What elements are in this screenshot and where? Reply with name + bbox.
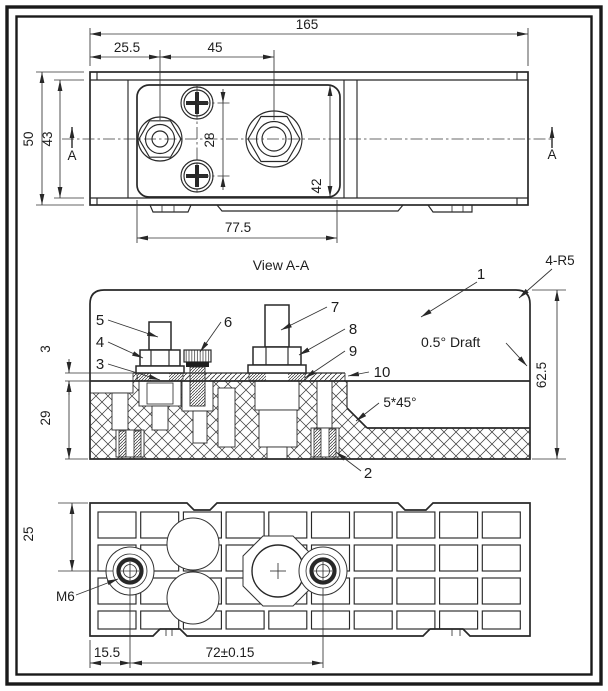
dim-insert-offset: 15.5 [94,645,120,660]
dim-screw-spacing: 28 [202,132,217,147]
note-chamfer: 5*45° [383,395,416,410]
bolt-b [247,304,307,374]
section-dimensions: 3 29 62.5 [38,289,566,460]
callout-7: 7 [331,299,339,316]
callout-4: 4 [96,334,104,351]
bottom-tabs [149,204,473,213]
dim-plate-length: 77.5 [225,220,251,235]
top-view: 165 25.5 45 50 43 28 42 77.5 A A [21,17,557,243]
section-label-right: A [547,147,556,162]
section-label-left: A [67,148,76,163]
stud-small-hex-nut [137,116,183,162]
dim-inner-width: 43 [40,131,55,146]
note-corner-radius: 4-R5 [545,253,574,268]
top-view-outline [89,71,529,206]
base-flange-hatch [347,408,530,459]
callout-10: 10 [374,364,391,381]
dim-stud-spacing: 45 [207,40,222,55]
dim-plate-width: 42 [309,178,324,193]
callout-9: 9 [349,343,357,360]
screw-boss-bottom [166,571,220,625]
bolt-b-pocket [254,380,300,411]
section-view-title: View A-A [253,257,310,273]
dim-insert-spacing: 72±0.15 [206,645,255,660]
dim-plate-thickness: 3 [38,345,53,353]
section-notes: 0.5° Draft 4-R5 5*45° [355,253,575,422]
top-view-dimensions: 165 25.5 45 50 43 28 42 77.5 [21,17,529,243]
bottom-view: 25 M6 15.5 72±0.15 [21,502,531,668]
callout-8: 8 [349,321,357,338]
bottom-view-dimensions: 25 M6 15.5 72±0.15 [21,502,324,668]
ledge-cutout [89,380,134,394]
threaded-insert-left-bottom [112,553,148,589]
thread-label: M6 [56,589,75,604]
dim-boss-depth: 25 [21,526,36,541]
section-cut-markers: A A [67,127,557,163]
screw-boss-top [166,517,220,571]
callout-2: 2 [364,465,372,482]
dim-overall-length: 165 [296,17,319,32]
callout-1: 1 [477,266,485,283]
bolt-a [135,321,185,374]
sheet-frame [5,5,603,686]
bolt-a-pocket [138,380,182,407]
threaded-insert-right-bottom [305,553,341,589]
dim-overall-width: 50 [21,131,36,146]
callout-3: 3 [96,356,104,373]
dim-base-height: 29 [38,410,53,425]
threaded-insert-right [313,428,322,458]
set-screw [183,349,212,407]
callout-6: 6 [224,314,232,331]
section-callouts: 5 4 3 6 7 8 9 10 1 2 [96,266,485,482]
threaded-insert-left [118,430,127,458]
note-draft: 0.5° Draft [421,334,480,350]
dim-total-height: 62.5 [534,362,549,388]
section-outline [89,289,531,460]
dim-stud-offset: 25.5 [114,40,140,55]
callout-5: 5 [96,312,104,329]
busbar-plate-outline [136,84,341,198]
section-view: View A-A [38,253,575,482]
